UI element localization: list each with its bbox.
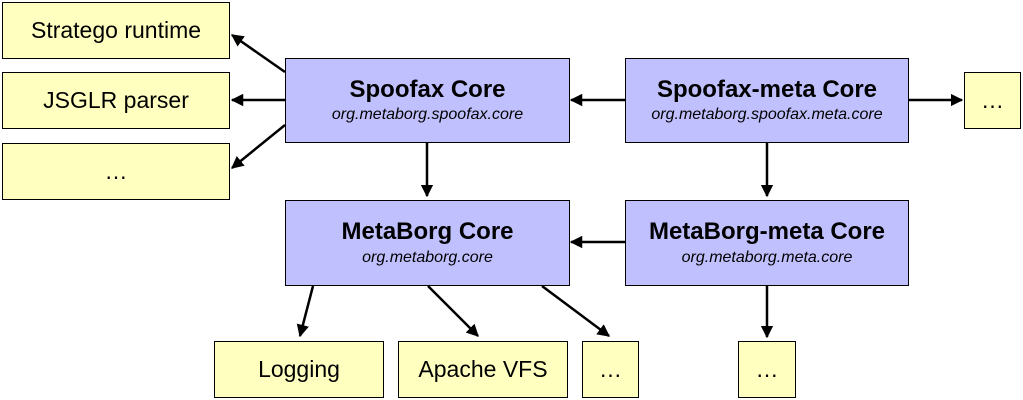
- logging-box: Logging: [214, 341, 384, 398]
- stratego-runtime-label: Stratego runtime: [30, 16, 202, 43]
- spoofax-core-package: org.metaborg.spoofax.core: [331, 106, 524, 124]
- metaborg-core-package: org.metaborg.core: [362, 248, 493, 266]
- spoofax-core-box: Spoofax Core org.metaborg.spoofax.core: [285, 58, 570, 143]
- spoofax-meta-more-label: …: [981, 86, 1004, 113]
- arrow-metaborg-to-logging: [296, 285, 315, 338]
- jsglr-parser-label: JSGLR parser: [43, 86, 189, 113]
- spoofax-more-label: …: [104, 157, 128, 184]
- metaborg-core-box: MetaBorg Core org.metaborg.core: [285, 200, 570, 286]
- apache-vfs-box: Apache VFS: [398, 341, 568, 398]
- metaborg-meta-core-title: MetaBorg-meta Core: [648, 218, 886, 246]
- spoofax-meta-core-box: Spoofax-meta Core org.metaborg.spoofax.m…: [625, 58, 909, 143]
- metaborg-core-title: MetaBorg Core: [341, 218, 514, 246]
- metaborg-more-label: …: [599, 355, 622, 382]
- apache-vfs-label: Apache VFS: [418, 355, 548, 382]
- metaborg-meta-core-package: org.metaborg.meta.core: [681, 248, 853, 266]
- spoofax-meta-core-title: Spoofax-meta Core: [656, 75, 878, 103]
- stratego-runtime-box: Stratego runtime: [2, 2, 230, 59]
- jsglr-parser-box: JSGLR parser: [2, 72, 230, 129]
- spoofax-meta-more-box: …: [964, 72, 1021, 129]
- arrow-spoofax-to-more: [231, 124, 286, 169]
- logging-label: Logging: [258, 355, 340, 382]
- spoofax-meta-core-package: org.metaborg.spoofax.meta.core: [651, 106, 883, 124]
- arrow-spoofax-to-stratego: [230, 33, 286, 74]
- spoofax-core-title: Spoofax Core: [349, 75, 506, 103]
- metaborg-meta-more-label: …: [755, 355, 779, 382]
- metaborg-more-box: …: [582, 341, 639, 398]
- metaborg-meta-more-box: …: [738, 341, 796, 398]
- arrow-metaborg-to-more: [541, 284, 611, 338]
- metaborg-meta-core-box: MetaBorg-meta Core org.metaborg.meta.cor…: [625, 200, 909, 286]
- spoofax-more-box: …: [2, 143, 230, 200]
- arrow-metaborg-to-apache-vfs: [427, 285, 479, 337]
